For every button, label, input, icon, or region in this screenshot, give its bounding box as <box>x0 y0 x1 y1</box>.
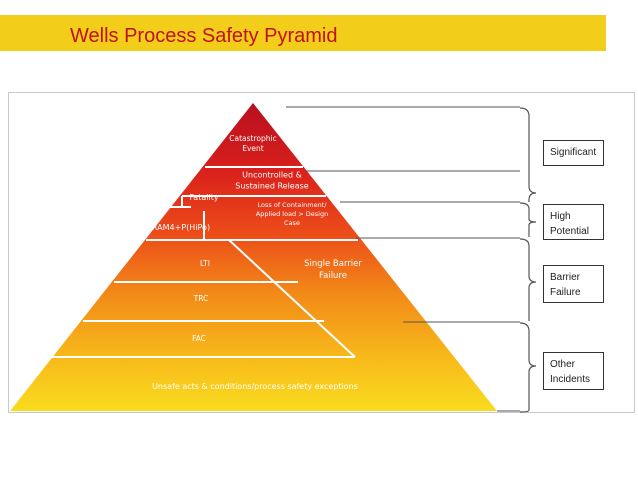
diagram-frame <box>8 92 635 413</box>
label-unsafe-acts: Unsafe acts & conditions/process safety … <box>152 382 358 391</box>
label-uncontrolled-release: Uncontrolled &Sustained Release <box>235 171 309 191</box>
label-lti: LTI <box>200 259 210 268</box>
label-trc: TRC <box>193 294 209 303</box>
pyramid-dividers <box>50 166 358 358</box>
category-significant: Significant <box>543 140 604 166</box>
category-barrier-failure: Barrier Failure <box>543 265 604 303</box>
label-loss-of-containment: Loss of Containment/Applied load > Desig… <box>256 201 328 227</box>
label-fatality: Fatality <box>189 193 218 202</box>
category-high-potential: High Potential <box>543 204 604 240</box>
label-ram4-hipo: RAM4+P(HiPo) <box>152 223 210 232</box>
brackets <box>519 107 537 413</box>
title-bar <box>0 15 606 51</box>
label-fac: FAC <box>192 334 206 343</box>
connector-lines <box>286 106 520 412</box>
page-title: Wells Process Safety Pyramid <box>70 25 338 47</box>
pyramid-shape <box>10 103 497 411</box>
category-other-incidents: Other Incidents <box>543 352 604 390</box>
